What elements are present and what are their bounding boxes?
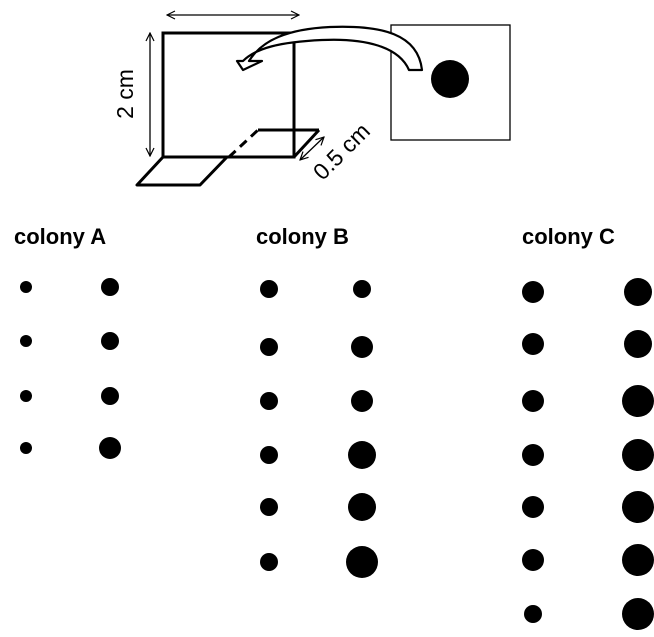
colony-dot-left <box>522 444 544 466</box>
vertical-panel <box>161 31 296 159</box>
colony-dot-right <box>622 385 654 417</box>
colony-source-dot <box>431 60 469 98</box>
apparatus-drawing: 2 cm 0.5 cm <box>112 15 511 187</box>
colony-dot-left <box>20 281 32 293</box>
colony-dot-right <box>622 491 654 523</box>
colony-dot-left <box>524 605 542 623</box>
colony-dot-left <box>522 281 544 303</box>
colony-dot-right <box>101 278 119 296</box>
colony-dot-left <box>260 280 278 298</box>
colony-dot-left <box>522 549 544 571</box>
colonies: colony A colony B colony C <box>14 224 654 630</box>
colony-dot-right <box>99 437 121 459</box>
colony-dot-right <box>622 439 654 471</box>
culture-plate <box>390 24 511 141</box>
colony-dot-right <box>101 387 119 405</box>
colony-group: colony C <box>522 224 654 630</box>
colony-title: colony A <box>14 224 106 249</box>
colony-dot-right <box>622 544 654 576</box>
height-label: 2 cm <box>112 69 138 119</box>
colony-dot-left <box>20 335 32 347</box>
colony-dot-left <box>20 390 32 402</box>
colony-dot-right <box>624 330 652 358</box>
colony-title: colony B <box>256 224 349 249</box>
colony-dot-left <box>260 498 278 516</box>
colony-dot-left <box>260 392 278 410</box>
colony-title: colony C <box>522 224 615 249</box>
colony-dot-left <box>522 333 544 355</box>
base-plane <box>135 155 229 187</box>
transfer-arrow <box>235 25 424 72</box>
colony-dot-left <box>522 496 544 518</box>
colony-dot-right <box>353 280 371 298</box>
colony-group: colony A <box>14 224 121 459</box>
colony-group: colony B <box>256 224 378 578</box>
colony-dot-right <box>351 336 373 358</box>
colony-dot-right <box>622 598 654 630</box>
colony-dot-left <box>260 338 278 356</box>
colony-dot-right <box>351 390 373 412</box>
depth-dimension-arrow <box>300 137 324 160</box>
depth-label: 0.5 cm <box>308 118 375 185</box>
colony-dot-right <box>348 441 376 469</box>
colony-dot-left <box>20 442 32 454</box>
colony-dot-left <box>522 390 544 412</box>
colony-dot-right <box>101 332 119 350</box>
base-plane-hidden-edge <box>227 128 260 159</box>
colony-dot-right <box>624 278 652 306</box>
colony-dot-left <box>260 553 278 571</box>
colony-dot-left <box>260 446 278 464</box>
colony-dot-right <box>346 546 378 578</box>
colony-dot-right <box>348 493 376 521</box>
